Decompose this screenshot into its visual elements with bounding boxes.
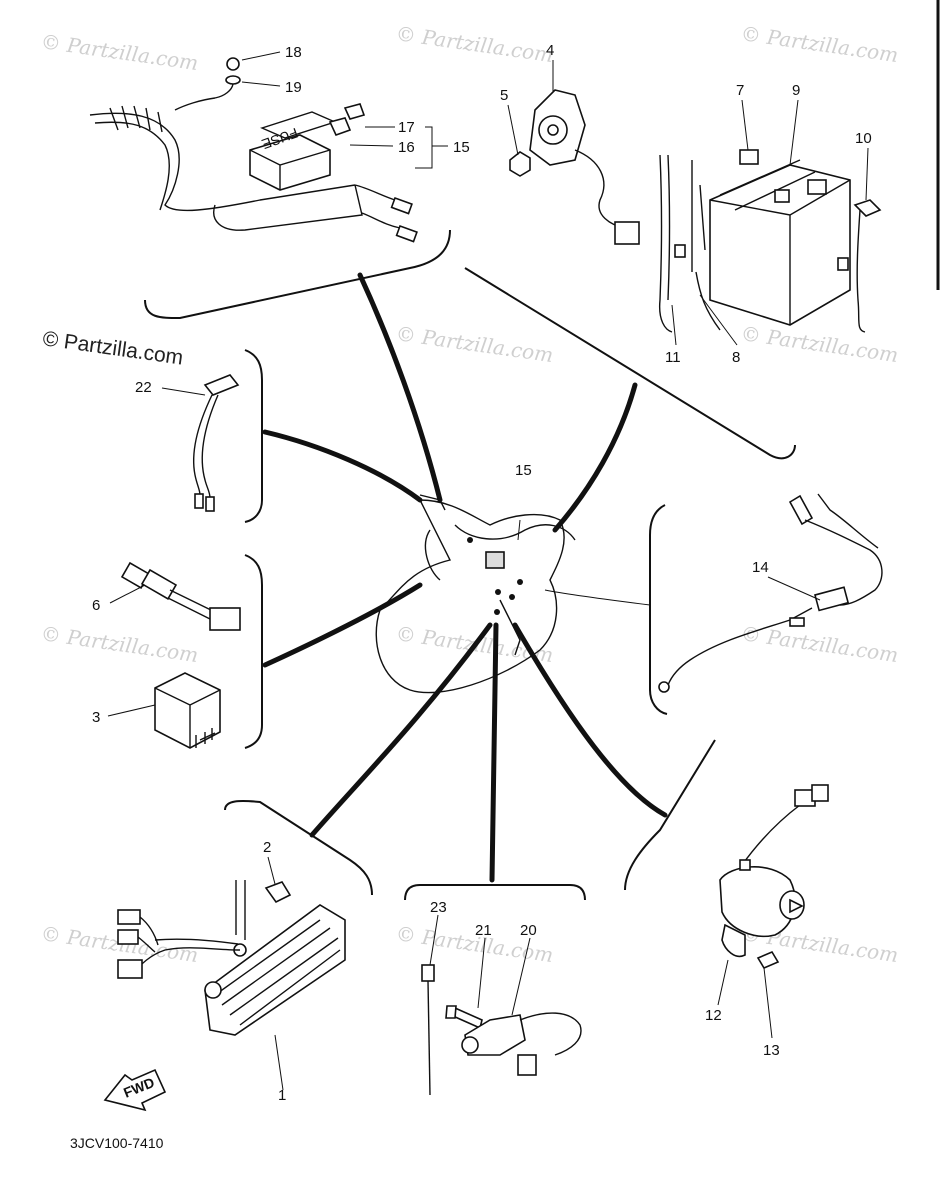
part-main-switch-12: [719, 784, 829, 958]
callout-4: 4: [546, 42, 554, 59]
watermark: © Partzilla.com: [739, 21, 899, 67]
washer-19: [225, 75, 241, 85]
part-switch-20: [461, 1012, 582, 1076]
callout-15-center: 15: [515, 462, 532, 479]
callout-20: 20: [520, 922, 537, 939]
callout-18: 18: [285, 44, 302, 61]
callout-17: 17: [398, 119, 415, 136]
callout-14: 14: [752, 559, 769, 576]
part-starter-relay: [509, 89, 640, 245]
watermark-layer: © Partzilla.com © Partzilla.com © Partzi…: [39, 21, 899, 967]
callout-6: 6: [92, 597, 100, 614]
part-switch-lead-14: [658, 493, 883, 693]
callout-22: 22: [135, 379, 152, 396]
callout-19: 19: [285, 79, 302, 96]
part-regulator-1: [117, 880, 346, 1036]
callout-9: 9: [792, 82, 800, 99]
callout-3: 3: [92, 709, 100, 726]
callout-23: 23: [430, 899, 447, 916]
callout-5: 5: [500, 87, 508, 104]
diagram-code: 3JCV100-7410: [70, 1135, 164, 1151]
watermark: © Partzilla.com: [739, 321, 899, 367]
part-harness-6: [120, 561, 241, 631]
callout-12: 12: [705, 1007, 722, 1024]
part-battery: [658, 149, 882, 333]
callout-15-top: 15: [453, 139, 470, 156]
part-bolt-21: [445, 1005, 483, 1030]
callout-10: 10: [855, 130, 872, 147]
callout-numbers: 18 19 17 16 15 4 5 7 9 10 11 8 22 15 6 1…: [92, 42, 872, 1104]
frame-outline: [375, 494, 576, 694]
callout-8: 8: [732, 349, 740, 366]
part-fuse-assembly: FUSE: [89, 57, 418, 243]
part-sensor-22: [192, 374, 240, 512]
nut-5: [509, 151, 531, 177]
watermark: © Partzilla.com: [39, 29, 199, 75]
watermark: © Partzilla.com: [39, 621, 199, 667]
frame-fuse-marker: [485, 551, 505, 569]
callout-1: 1: [278, 1087, 286, 1104]
screw-2: [264, 881, 292, 904]
callout-7: 7: [736, 82, 744, 99]
watermark-strong: © Partzilla.com: [41, 327, 184, 369]
part-relay-3: [154, 672, 221, 749]
callout-2: 2: [263, 839, 271, 856]
leader-lines: [262, 272, 668, 883]
fwd-arrow-icon: FWD: [103, 1068, 167, 1112]
callout-11: 11: [665, 349, 681, 366]
callout-13: 13: [763, 1042, 780, 1059]
part-cable-tie-23: [421, 964, 435, 1096]
bolt-18: [226, 57, 240, 71]
section-brackets: [144, 229, 796, 901]
callout-21: 21: [475, 922, 492, 939]
watermark: © Partzilla.com: [394, 21, 554, 67]
watermark: © Partzilla.com: [394, 321, 554, 367]
part-screw-13: [756, 950, 780, 970]
callout-16: 16: [398, 139, 415, 156]
